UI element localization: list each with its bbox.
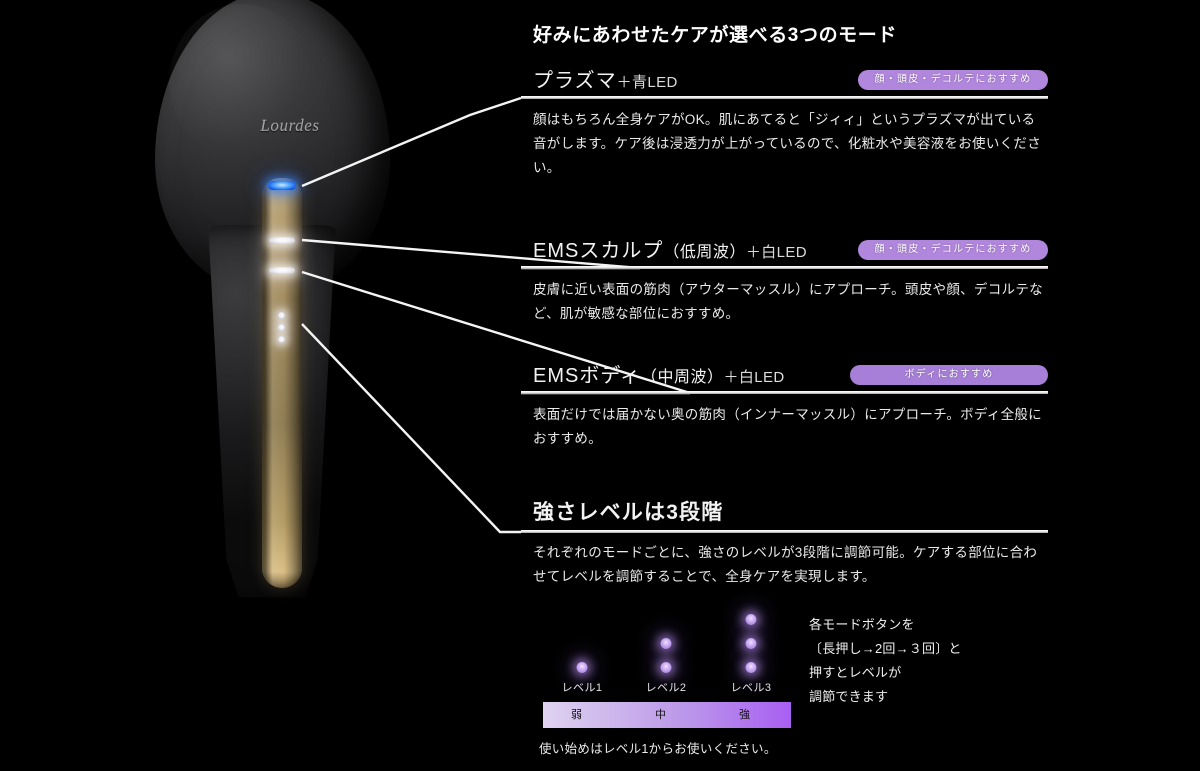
mode-description-plasma: 顔はもちろん全身ケアがOK。肌にあてると「ジィィ」というプラズマが出ている音がし… [533,112,1042,175]
level-2-dots [626,613,706,679]
device-photo: Lourdes [0,0,520,771]
level-indicator-2: レベル2 [626,613,706,695]
mode-heading-row-ems-body: EMSボディ（中周波）＋白LED ボディにおすすめ [521,361,1048,391]
strength-gradient-bar: 弱 中 強 [543,702,791,728]
level-indicator-1: レベル1 [542,613,622,695]
plasma-blue-led-indicator [268,181,296,190]
level-led-dot-3 [278,336,285,343]
ems-body-white-led-indicator [269,267,295,274]
level-1-dots [542,613,622,679]
level-dot [660,638,672,649]
mode-heading-sub: ＋白LED [745,244,808,261]
level-1-label: レベル1 [561,682,603,694]
level-led-dot-2 [278,324,285,331]
strength-block: 強さレベルは3段階 それぞれのモードごとに、強さのレベルが3段階に調節可能。ケア… [521,485,1048,584]
level-indicator-group: レベル1 レベル2 レベル3 弱 中 強 使い始めはレベル1からお使いください。… [521,605,1200,771]
button-operation-note: 各モードボタンを 〔長押し→2回→３回〕と 押すとレベルが 調節できます [809,613,1039,709]
recommend-badge-ems-scalp: 顔・頭皮・デコルテにおすすめ [858,240,1048,260]
mode-heading-paren: （中周波） [640,369,724,386]
level-dot [745,614,757,625]
note-line-1: 各モードボタンを [809,617,915,632]
level-indicator-3: レベル3 [711,613,791,695]
gradient-label-weak: 弱 [571,709,583,721]
mode-heading-paren: （低周波） [663,244,746,261]
strength-heading: 強さレベルは3段階 [533,501,724,524]
mode-heading-row-plasma: プラズマ＋青LED 顔・頭皮・デコルテにおすすめ [521,66,1048,96]
mode-heading-plasma: プラズマ＋青LED [533,64,678,93]
level-3-label: レベル3 [730,682,772,694]
ems-scalp-white-led-indicator [269,237,295,244]
content-column: 好みにあわせたケアが選べる3つのモード プラズマ＋青LED 顔・頭皮・デコルテに… [521,0,1200,771]
brand-logo: Lourdes [260,116,320,135]
gradient-label-medium: 中 [655,709,667,721]
heading-rule-plasma [521,96,1048,99]
level-3-dots [711,613,791,679]
heading-rule-strength [521,530,1048,533]
mode-heading-row-ems-scalp: EMSスカルプ（低周波）＋白LED 顔・頭皮・デコルテにおすすめ [521,236,1048,266]
level-2-label: レベル2 [645,682,687,694]
mode-block-plasma: プラズマ＋青LED 顔・頭皮・デコルテにおすすめ 顔はもちろん全身ケアがOK。肌… [521,66,1048,175]
mode-block-ems-body: EMSボディ（中周波）＋白LED ボディにおすすめ 表面だけでは届かない奥の筋肉… [521,361,1048,446]
gradient-label-strong: 強 [739,709,751,721]
strength-description: それぞれのモードごとに、強さのレベルが3段階に調節可能。ケアする部位に合わせてレ… [533,545,1038,584]
recommend-badge-ems-body: ボディにおすすめ [850,365,1048,385]
mode-heading-main: プラズマ [533,70,617,92]
mode-heading-main: EMSボディ [533,365,641,387]
heading-rule-ems-body [521,391,1048,394]
mode-heading-sub: ＋青LED [616,74,678,91]
strength-heading-row: 強さレベルは3段階 [521,485,1048,529]
level-dot [660,662,672,673]
note-line-3: 押すとレベルが [809,665,902,680]
mode-description-ems-body: 表面だけでは届かない奥の筋肉（インナーマッスル）にアプローチ。ボディ全般におすす… [533,407,1042,446]
level-led-dot-1 [278,312,285,319]
mode-heading-ems-body: EMSボディ（中周波）＋白LED [533,359,785,388]
note-line-2: 〔長押し→2回→３回〕と [809,641,962,656]
level-dot [576,662,588,673]
page-title: 好みにあわせたケアが選べる3つのモード [533,25,897,46]
mode-description-ems-scalp: 皮膚に近い表面の筋肉（アウターマッスル）にアプローチ。頭皮や顔、デコルテなど、肌… [533,282,1043,321]
mode-heading-main: EMSスカルプ [533,240,664,262]
mode-heading-sub: ＋白LED [723,369,785,386]
heading-rule-ems-scalp [521,266,1048,269]
level-dot [745,638,757,649]
recommend-badge-plasma: 顔・頭皮・デコルテにおすすめ [858,70,1048,90]
note-line-4: 調節できます [809,689,889,704]
mode-block-ems-scalp: EMSスカルプ（低周波）＋白LED 顔・頭皮・デコルテにおすすめ 皮膚に近い表面… [521,236,1048,321]
level-dot [745,662,757,673]
device-gold-mesh-strip [262,178,302,588]
usage-note: 使い始めはレベル1からお使いください。 [539,742,777,756]
mode-heading-ems-scalp: EMSスカルプ（低周波）＋白LED [533,234,807,263]
